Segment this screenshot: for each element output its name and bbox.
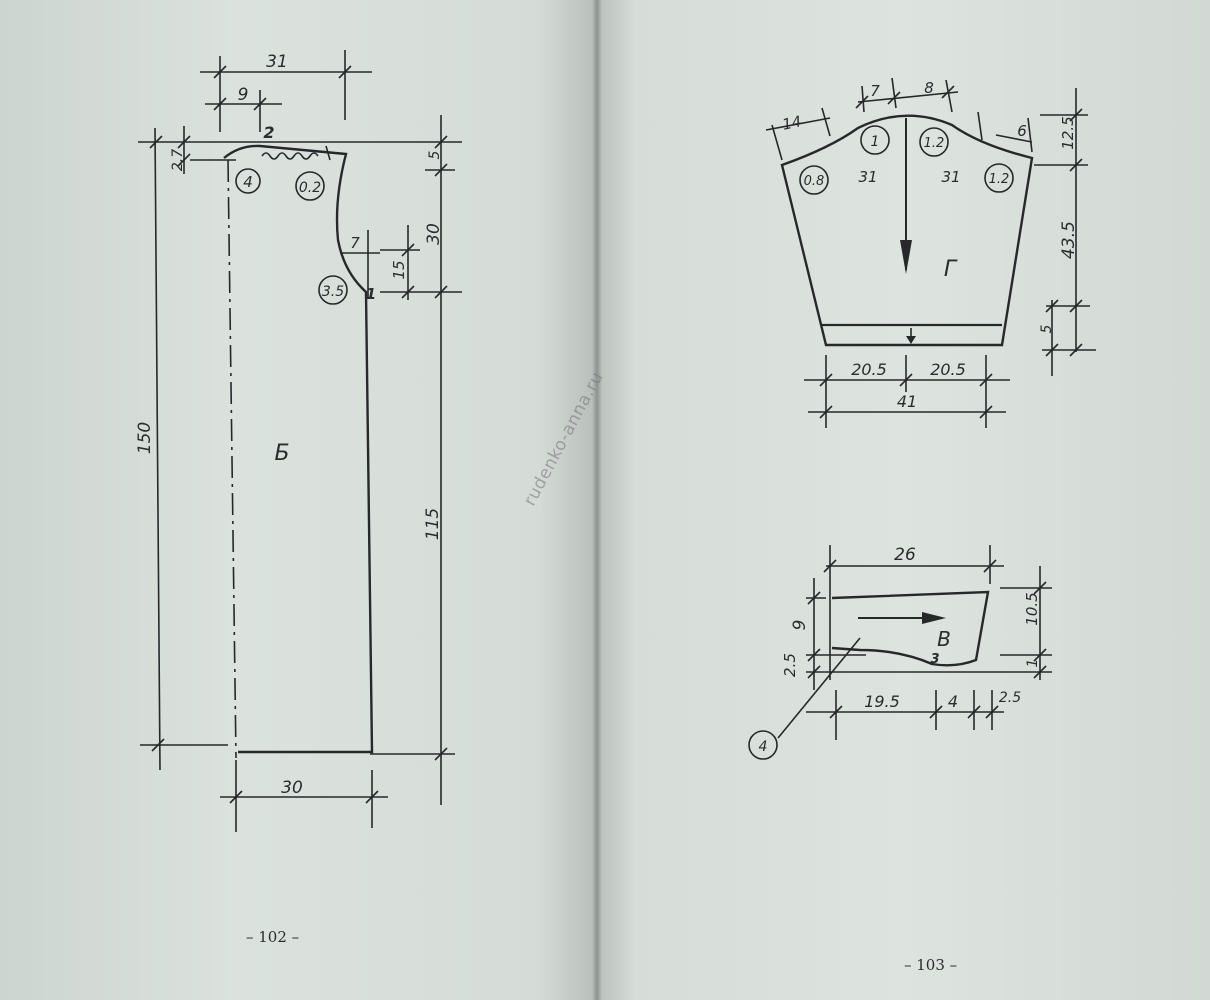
- v-dim-height-right: 10.5: [1023, 592, 1041, 625]
- b-point-mark-2: 2: [263, 123, 274, 142]
- b-circle-3-5: 3.5: [322, 284, 344, 300]
- g-dim-cap-height: 12.5: [1059, 116, 1077, 149]
- g-circle-1-2-top: 1.2: [924, 136, 945, 151]
- left-page: [0, 0, 598, 1000]
- g-dim-cap-mid-left: 7: [870, 82, 880, 100]
- b-dim-total-length: 150: [135, 422, 155, 454]
- g-circle-1-2-right: 1.2: [989, 172, 1010, 187]
- v-dim-bottom-a: 19.5: [864, 692, 900, 711]
- v-callout-circle-4: 4: [759, 739, 768, 755]
- pattern-b: 31 9 2 2.7 5 30 7 15 1 150 115 30 4 0.2 …: [135, 50, 462, 832]
- v-dim-bottom-b: 4: [948, 692, 958, 711]
- b-dim-armhole-lower: 15: [390, 260, 408, 279]
- g-dim-sleeve-length: 43.5: [1059, 221, 1079, 259]
- g-pattern-letter: Г: [944, 257, 958, 282]
- b-point-mark-1: 1: [366, 285, 376, 303]
- v-dim-height-left: 9: [790, 620, 810, 631]
- g-dim-cap-right: 6: [1017, 122, 1027, 140]
- right-page-number: – 103 –: [904, 956, 958, 974]
- v-dim-bottom-c: 2.5: [999, 690, 1021, 706]
- v-point-mark-3: 3: [930, 652, 939, 667]
- g-dim-half-right: 20.5: [930, 360, 966, 379]
- v-pattern-letter: В: [937, 627, 951, 651]
- b-dim-armhole-inset: 7: [350, 234, 360, 252]
- g-circle-1: 1: [871, 134, 880, 150]
- g-dim-half-left: 20.5: [851, 360, 887, 379]
- b-dim-bottom-width: 30: [281, 778, 303, 798]
- g-dim-cuff-height: 5: [1039, 324, 1055, 333]
- b-dim-width-top: 31: [266, 52, 288, 72]
- v-dim-top-width: 26: [894, 545, 916, 565]
- book-gutter: [592, 0, 602, 1000]
- b-dim-shoulder-slope: 5: [427, 150, 443, 159]
- v-dim-low-left: 2.5: [781, 653, 799, 677]
- b-circle-0-2: 0.2: [299, 180, 321, 196]
- g-circle-0-8: 0.8: [804, 174, 825, 189]
- b-dim-neck-depth: 2.7: [170, 149, 186, 171]
- b-dim-armhole-depth: 30: [424, 223, 444, 245]
- right-page: [598, 0, 1210, 1000]
- left-page-number: – 102 –: [246, 928, 300, 946]
- b-dim-neck-width: 9: [238, 85, 249, 105]
- g-half-top-right: 31: [941, 168, 960, 186]
- g-half-top-left: 31: [858, 168, 877, 186]
- g-dim-bottom-total: 41: [897, 392, 917, 411]
- pattern-g: 14 7 8 6 12.5 43.5 5 20.5 20.5 41 31 31 …: [765, 77, 1096, 428]
- b-circle-4: 4: [243, 173, 253, 191]
- v-dim-low-right: 1: [1025, 659, 1041, 668]
- g-dim-cap-left: 14: [781, 112, 803, 134]
- b-pattern-letter: Б: [274, 441, 289, 466]
- pattern-v: 26 9 2.5 10.5 1 19.5 4 2.5 3 В 4: [748, 545, 1052, 760]
- b-dim-side-length: 115: [423, 508, 443, 540]
- g-dim-cap-mid-right: 8: [924, 79, 934, 97]
